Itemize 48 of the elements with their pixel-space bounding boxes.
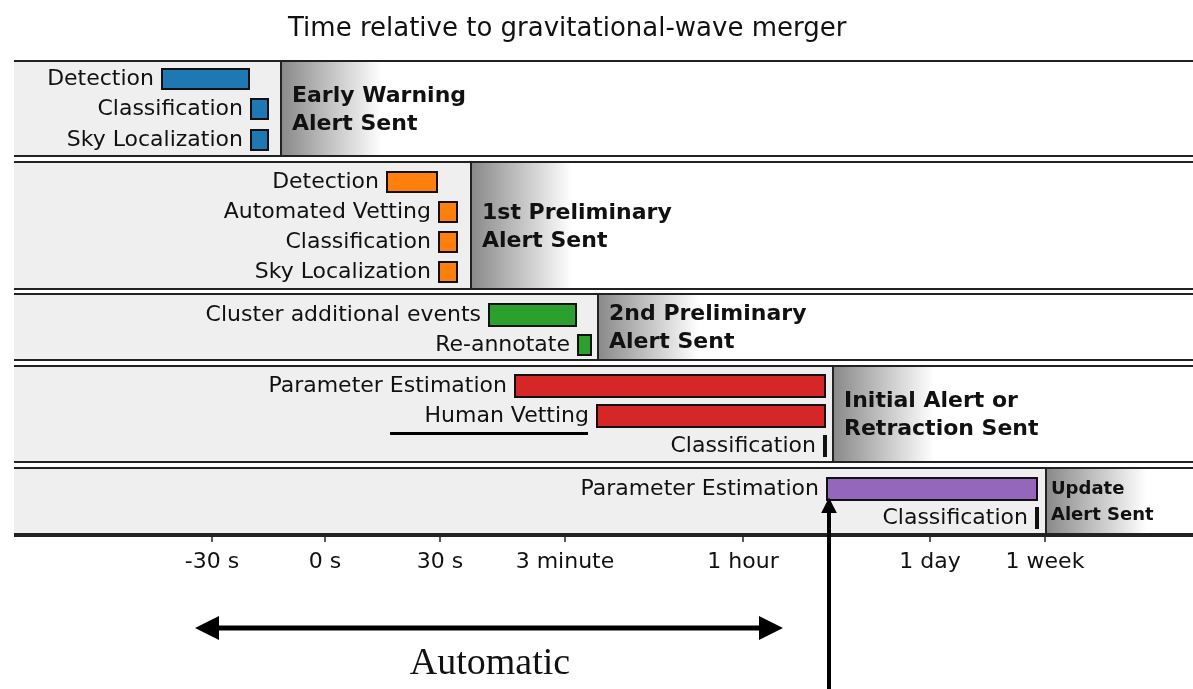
phase-band xyxy=(14,467,1193,535)
timeline-bar xyxy=(488,303,577,327)
task-label: Parameter Estimation xyxy=(268,374,507,396)
task-label: Parameter Estimation xyxy=(580,477,819,499)
tick-label: 30 s xyxy=(416,550,464,572)
phase-band xyxy=(14,60,1193,157)
timeline-bar xyxy=(438,261,458,283)
tick-label: 0 s xyxy=(308,550,342,572)
task-label: Cluster additional events xyxy=(205,303,481,325)
tick-label: -30 s xyxy=(184,550,240,572)
task-label: Classification xyxy=(285,230,431,252)
task-label: Automated Vetting xyxy=(223,200,431,222)
range-label: Automatic xyxy=(409,642,571,680)
alert-label: Update Alert Sent xyxy=(1051,476,1155,526)
timeline-bar xyxy=(1035,507,1039,529)
timeline-bar xyxy=(823,435,827,457)
timeline-bar xyxy=(386,171,438,193)
timeline-bar xyxy=(596,404,826,428)
alert-label: Initial Alert or Retraction Sent xyxy=(844,386,1040,442)
task-label: Classification xyxy=(97,97,243,119)
tick-label: 1 week xyxy=(1005,550,1085,572)
tick-label: 3 minute xyxy=(515,550,615,572)
task-label: Detection xyxy=(47,67,154,89)
alert-label: 1st Preliminary Alert Sent xyxy=(482,197,673,254)
timeline-bar xyxy=(577,334,592,356)
timeline-bar xyxy=(438,231,458,253)
arrow xyxy=(821,497,837,689)
task-label: Sky Localization xyxy=(254,260,431,282)
tick-label: 1 day xyxy=(899,550,961,572)
alert-label: 2nd Preliminary Alert Sent xyxy=(609,299,808,355)
timeline-bar xyxy=(250,98,269,120)
task-label: Classification xyxy=(882,506,1028,528)
alert-label: Early Warning Alert Sent xyxy=(292,80,468,137)
task-label: Detection xyxy=(272,170,379,192)
chart-title: Time relative to gravitational-wave merger xyxy=(288,11,847,44)
timeline-bar xyxy=(514,374,826,398)
task-label: Sky Localization xyxy=(66,128,243,150)
phase-band xyxy=(14,161,1193,290)
timeline-bar xyxy=(438,201,458,223)
phase-band xyxy=(14,293,1193,361)
timeline-bar xyxy=(161,68,250,90)
timeline-bar xyxy=(250,129,269,151)
task-label: Re-annotate xyxy=(435,333,570,355)
timeline-bar xyxy=(826,477,1038,501)
task-label: Human Vetting xyxy=(424,404,589,426)
task-label: Classification xyxy=(670,434,816,456)
tick-label: 1 hour xyxy=(707,550,779,572)
phase-band xyxy=(14,365,1193,463)
